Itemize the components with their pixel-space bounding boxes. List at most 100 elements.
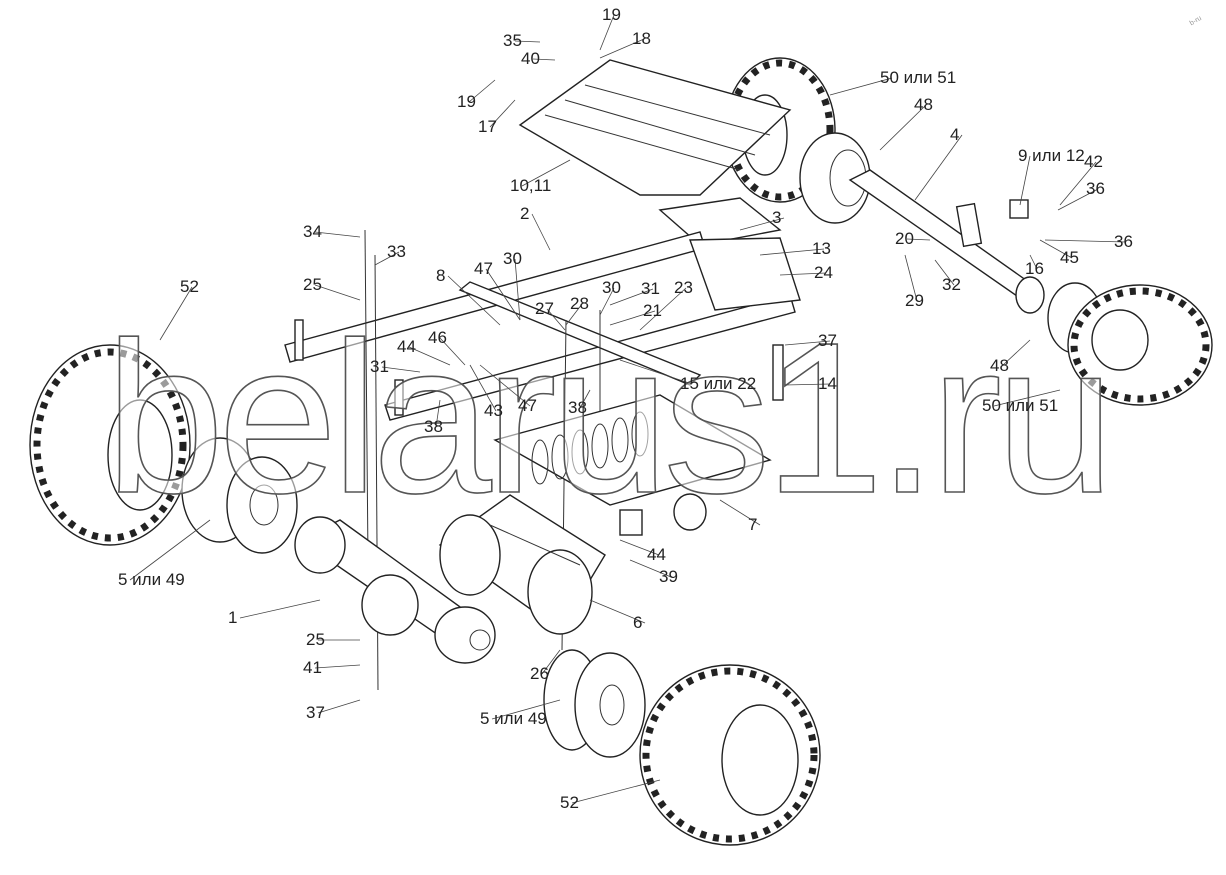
leader-line bbox=[599, 38, 645, 59]
leader-line bbox=[629, 559, 672, 578]
tire-right bbox=[1047, 282, 1213, 406]
callout-label: 6 bbox=[633, 613, 642, 632]
callout-label: 10,11 bbox=[510, 176, 551, 195]
callout-label: 39 bbox=[659, 567, 678, 586]
axle-beam-right bbox=[848, 169, 1045, 314]
callout-label: 21 bbox=[643, 301, 662, 320]
leader-line bbox=[993, 389, 1061, 407]
corner-mark: b-ru bbox=[1189, 15, 1203, 27]
callout-label: 52 bbox=[560, 793, 579, 812]
callout-label: 4 bbox=[950, 125, 959, 144]
callout-label: 35 bbox=[503, 31, 522, 50]
callout-label: 43 bbox=[484, 401, 503, 420]
callout-label: 29 bbox=[905, 291, 924, 310]
callout-label: 40 bbox=[521, 49, 540, 68]
leader-line bbox=[1039, 239, 1073, 259]
leader-line bbox=[408, 346, 451, 366]
leader-line bbox=[521, 159, 571, 187]
rim-bottom bbox=[543, 649, 646, 758]
callout-label: 13 bbox=[812, 239, 831, 258]
callout-label: 46 bbox=[428, 328, 447, 347]
callout-label: 38 bbox=[424, 417, 443, 436]
callout-label: 26 bbox=[530, 664, 549, 683]
callout-label: 50 или 51 bbox=[880, 68, 956, 87]
callout-label: 3 bbox=[772, 208, 781, 227]
callout-label: 52 bbox=[180, 277, 199, 296]
callout-label: 41 bbox=[303, 658, 322, 677]
leader-line bbox=[904, 254, 918, 302]
callout-label: 48 bbox=[990, 356, 1009, 375]
callout-label: 5 или 49 bbox=[118, 570, 185, 589]
leader-line bbox=[914, 134, 963, 201]
main-frame bbox=[284, 231, 801, 421]
leader-line bbox=[374, 251, 400, 266]
callout-label: 19 bbox=[457, 92, 476, 111]
leader-line bbox=[784, 383, 831, 386]
callout-label: 27 bbox=[535, 299, 554, 318]
leader-line bbox=[571, 779, 661, 804]
leader-line bbox=[609, 310, 656, 326]
platform bbox=[518, 59, 792, 246]
leader-line bbox=[314, 284, 361, 301]
callout-label: 30 bbox=[503, 249, 522, 268]
leader-line bbox=[447, 275, 501, 326]
leader-line bbox=[599, 287, 615, 316]
leader-line bbox=[489, 99, 516, 128]
leader-line bbox=[514, 258, 521, 321]
callout-label: 45 bbox=[1060, 248, 1079, 267]
leader-line bbox=[599, 14, 615, 51]
callout-label: 30 bbox=[602, 278, 621, 297]
leader-line bbox=[531, 213, 551, 251]
callout-label: 44 bbox=[647, 545, 666, 564]
leader-line bbox=[439, 337, 466, 366]
callout-label: 48 bbox=[914, 95, 933, 114]
callout-label: 42 bbox=[1084, 152, 1103, 171]
leader-line bbox=[934, 259, 955, 286]
leader-line bbox=[589, 599, 646, 624]
leader-line bbox=[1044, 239, 1127, 243]
leader-line bbox=[532, 58, 556, 61]
callout-label: 31 bbox=[641, 279, 660, 298]
callout-label: 33 bbox=[387, 242, 406, 261]
leader-line bbox=[619, 539, 660, 556]
watermark: belarus1.ru bbox=[105, 297, 1115, 538]
leader-line bbox=[541, 649, 561, 675]
callout-label: 19 bbox=[602, 5, 621, 24]
callout-label: 15 или 22 bbox=[680, 374, 756, 393]
callout-label: 16 bbox=[1025, 259, 1044, 278]
leader-line bbox=[159, 286, 193, 341]
leader-line bbox=[1001, 339, 1031, 367]
leader-line bbox=[719, 499, 761, 526]
leader-line bbox=[1059, 161, 1097, 206]
leader-line bbox=[779, 272, 827, 276]
leader-line bbox=[1029, 254, 1038, 270]
leader-line bbox=[546, 308, 566, 331]
leader-line bbox=[468, 79, 496, 103]
callout-label: 25 bbox=[306, 630, 325, 649]
callout-label: 1 bbox=[228, 608, 237, 627]
callout-label: 14 bbox=[818, 374, 837, 393]
leader-line bbox=[239, 599, 321, 619]
callout-label: 37 bbox=[306, 703, 325, 722]
leader-line bbox=[1057, 188, 1099, 211]
callout-label: 38 bbox=[568, 398, 587, 417]
leader-line bbox=[514, 40, 541, 43]
leader-line bbox=[491, 699, 561, 720]
tire-left bbox=[29, 344, 191, 546]
callout-label: 2 bbox=[520, 204, 529, 223]
leader-line bbox=[609, 288, 654, 306]
leader-line bbox=[129, 519, 211, 581]
leader-line bbox=[879, 104, 927, 151]
rim-top bbox=[799, 132, 871, 224]
tire-bottom bbox=[639, 664, 821, 846]
leader-line bbox=[579, 389, 591, 409]
leader-line bbox=[739, 217, 785, 231]
callout-label: 31 bbox=[370, 357, 389, 376]
callout-label: 24 bbox=[814, 263, 833, 282]
leader-line bbox=[619, 359, 693, 385]
leader-line bbox=[485, 268, 521, 321]
callout-label: 8 bbox=[436, 266, 445, 285]
callout-label: 9 или 12 bbox=[1018, 146, 1085, 165]
